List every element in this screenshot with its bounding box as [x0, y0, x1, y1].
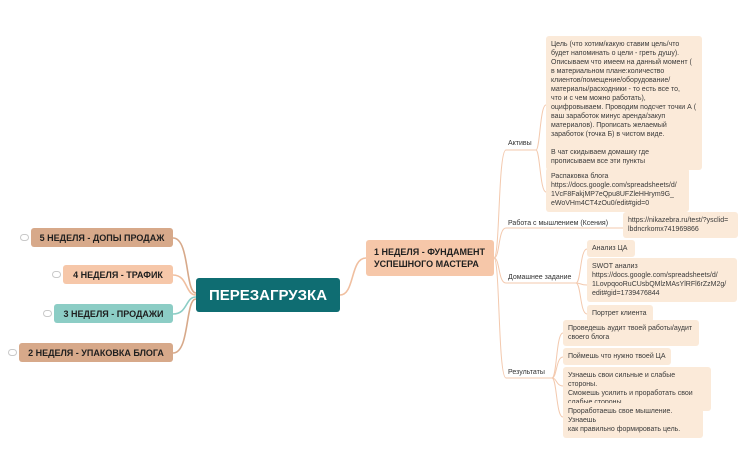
link-central-week3 — [172, 296, 197, 315]
branch-week2[interactable]: 2 НЕДЕЛЯ - УПАКОВКА БЛОГА — [19, 343, 173, 362]
subtopic-homework[interactable]: Домашнее задание — [508, 274, 572, 281]
subtopic-mindset[interactable]: Работа с мышлением (Ксения) — [508, 220, 609, 227]
link-week1-results — [493, 257, 507, 379]
central-topic[interactable]: ПЕРЕЗАГРУЗКА — [196, 278, 340, 312]
expand-week3-toggle[interactable] — [43, 310, 52, 317]
expand-week2-toggle[interactable] — [8, 349, 17, 356]
leaf-assets-goal[interactable]: Цель (что хотим/какую ставим цель/что бу… — [546, 36, 702, 170]
leaf-homework-portrait[interactable]: Портрет клиента — [587, 305, 653, 322]
expand-week5-toggle[interactable] — [20, 234, 29, 241]
leaf-assets-blog[interactable]: Распаковка блога https://docs.google.com… — [546, 168, 689, 212]
leaf-results-1[interactable]: Проведешь аудит твоей работы/аудит своег… — [563, 320, 699, 346]
leaf-results-4[interactable]: Проработаешь свое мышление. Узнаешь как … — [563, 403, 703, 438]
link-week1-assets — [493, 149, 507, 259]
branch-week4[interactable]: 4 НЕДЕЛЯ - ТРАФИК — [63, 265, 173, 284]
link-week1-mindset — [493, 227, 507, 259]
branch-week1[interactable]: 1 НЕДЕЛЯ - ФУНДАМЕНТ УСПЕШНОГО МАСТЕРА — [366, 240, 494, 276]
branch-week1-label: 1 НЕДЕЛЯ - ФУНДАМЕНТ УСПЕШНОГО МАСТЕРА — [374, 247, 486, 269]
central-topic-label: ПЕРЕЗАГРУЗКА — [208, 286, 328, 304]
branch-week3[interactable]: 3 НЕДЕЛЯ - ПРОДАЖИ — [54, 304, 173, 323]
branch-week2-label: 2 НЕДЕЛЯ - УПАКОВКА БЛОГА — [28, 347, 164, 358]
leaf-mindset-link[interactable]: https://nikazebra.ru/test/?ysclid= lbdnc… — [623, 212, 738, 238]
leaf-homework-ca[interactable]: Анализ ЦА — [587, 240, 635, 257]
subtopic-assets[interactable]: Активы — [508, 140, 532, 147]
link-central-week4 — [172, 274, 197, 296]
leaf-homework-swot[interactable]: SWOT анализ https://docs.google.com/spre… — [587, 258, 737, 302]
link-central-week2 — [172, 298, 197, 354]
subtopic-results[interactable]: Результаты — [508, 369, 545, 376]
branch-week4-label: 4 НЕДЕЛЯ - ТРАФИК — [73, 269, 163, 280]
leaf-results-2[interactable]: Поймешь что нужно твоей ЦА — [563, 348, 671, 365]
branch-week5[interactable]: 5 НЕДЕЛЯ - ДОПЫ ПРОДАЖ — [31, 228, 173, 247]
branch-week3-label: 3 НЕДЕЛЯ - ПРОДАЖИ — [63, 308, 164, 319]
link-central-week5 — [172, 237, 197, 294]
branch-week5-label: 5 НЕДЕЛЯ - ДОПЫ ПРОДАЖ — [39, 232, 165, 243]
link-week1-homework — [493, 257, 507, 284]
expand-week4-toggle[interactable] — [52, 271, 61, 278]
link-central-week1 — [339, 257, 367, 296]
